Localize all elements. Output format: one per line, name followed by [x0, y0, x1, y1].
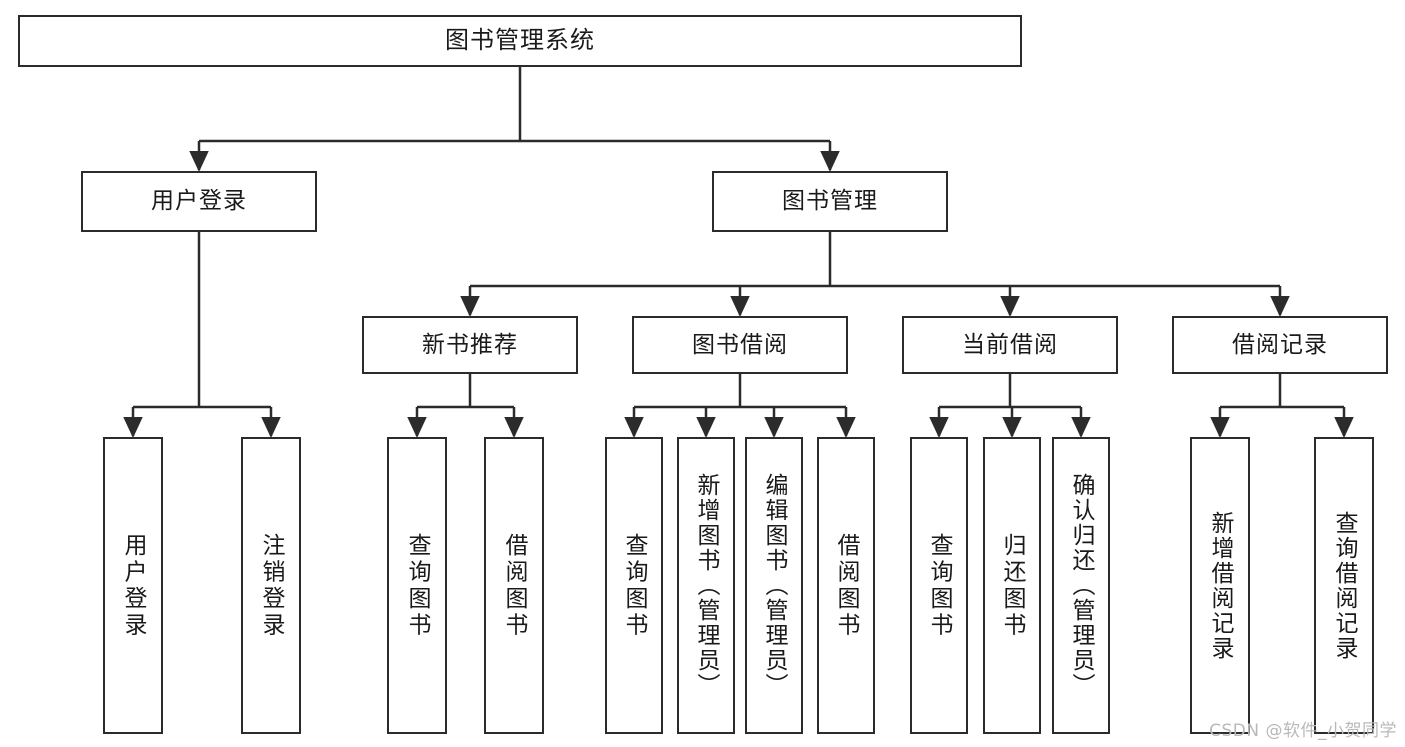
node-leaf-edit-book[interactable]: 编辑图书（管理员） — [745, 437, 803, 734]
node-bookmgmt[interactable]: 图书管理 — [712, 171, 948, 232]
node-leaf-query-book-3[interactable]: 查询图书 — [910, 437, 968, 734]
node-leaf-add-record[interactable]: 新增借阅记录 — [1190, 437, 1250, 734]
node-label: 归还图书 — [999, 532, 1026, 639]
node-newbook[interactable]: 新书推荐 — [362, 316, 578, 374]
node-label: 图书管理系统 — [445, 26, 595, 55]
edge-group — [123, 67, 1354, 439]
node-label: 查询借阅记录 — [1331, 510, 1358, 661]
node-leaf-query-record[interactable]: 查询借阅记录 — [1314, 437, 1374, 734]
node-leaf-add-book[interactable]: 新增图书（管理员） — [677, 437, 735, 734]
node-leaf-borrow-book-2[interactable]: 借阅图书 — [817, 437, 875, 734]
node-label: 编辑图书（管理员） — [761, 473, 788, 698]
node-label: 新书推荐 — [422, 331, 518, 358]
node-label: 图书借阅 — [692, 331, 788, 358]
node-label: 查询图书 — [926, 532, 953, 639]
node-login[interactable]: 用户登录 — [81, 171, 317, 232]
node-leaf-user-logout[interactable]: 注销登录 — [241, 437, 301, 734]
node-label: 新增借阅记录 — [1207, 510, 1234, 661]
node-label: 图书管理 — [782, 188, 878, 215]
node-leaf-user-login[interactable]: 用户登录 — [103, 437, 163, 734]
node-borrow[interactable]: 图书借阅 — [632, 316, 848, 374]
node-root[interactable]: 图书管理系统 — [18, 15, 1022, 67]
node-label: 借阅图书 — [501, 532, 528, 639]
node-label: 查询图书 — [404, 532, 431, 639]
node-label: 用户登录 — [151, 188, 247, 215]
node-records[interactable]: 借阅记录 — [1172, 316, 1388, 374]
node-label: 注销登录 — [258, 532, 285, 639]
node-label: 新增图书（管理员） — [693, 473, 720, 698]
node-label: 借阅记录 — [1232, 331, 1328, 358]
node-leaf-query-book-1[interactable]: 查询图书 — [387, 437, 447, 734]
node-current[interactable]: 当前借阅 — [902, 316, 1118, 374]
node-label: 当前借阅 — [962, 331, 1058, 358]
node-label: 查询图书 — [621, 532, 648, 639]
node-leaf-borrow-book-1[interactable]: 借阅图书 — [484, 437, 544, 734]
node-leaf-confirm-return[interactable]: 确认归还（管理员） — [1052, 437, 1110, 734]
node-leaf-query-book-2[interactable]: 查询图书 — [605, 437, 663, 734]
node-label: 借阅图书 — [833, 532, 860, 639]
node-label: 用户登录 — [120, 532, 147, 639]
node-label: 确认归还（管理员） — [1068, 473, 1095, 698]
node-leaf-return-book[interactable]: 归还图书 — [983, 437, 1041, 734]
